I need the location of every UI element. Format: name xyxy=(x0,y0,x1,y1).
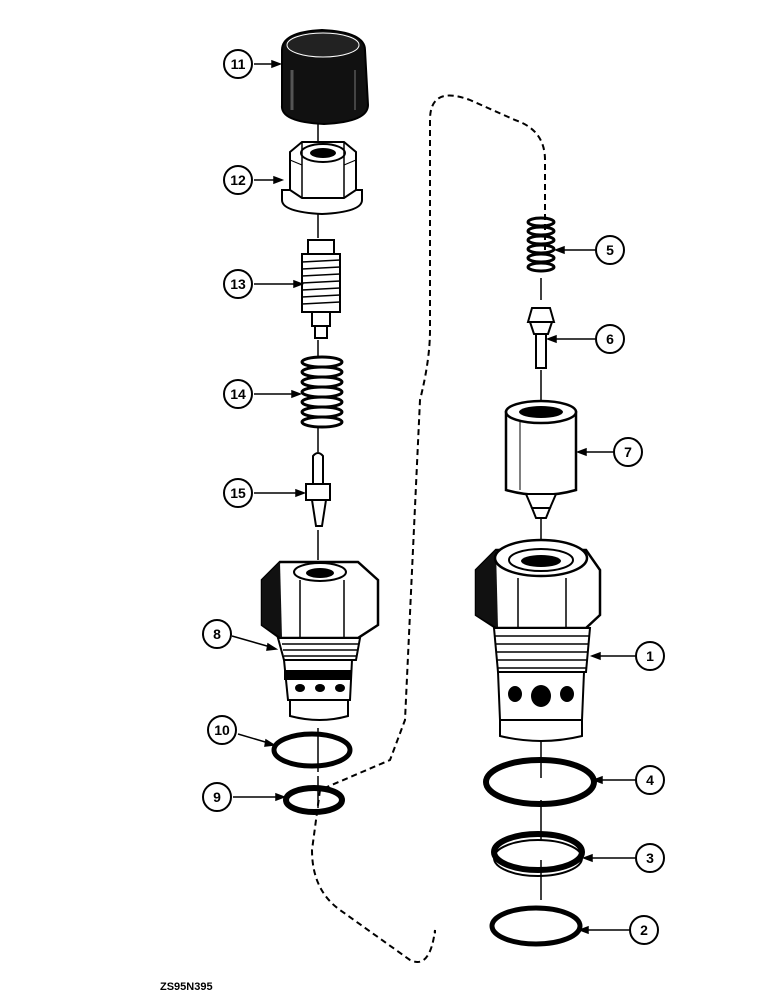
callout-4: 4 xyxy=(635,765,665,795)
part-3-backup-ring xyxy=(491,831,585,877)
callout-10-label: 10 xyxy=(214,722,230,738)
part-4-o-ring xyxy=(483,757,597,807)
callout-6: 6 xyxy=(595,324,625,354)
part-13-adjusting-screw xyxy=(301,239,341,339)
callout-3-label: 3 xyxy=(646,850,654,866)
callout-5: 5 xyxy=(595,235,625,265)
part-7-seat xyxy=(504,399,578,519)
part-11-cap xyxy=(280,28,370,126)
part-5-spring xyxy=(526,216,556,273)
callout-1-label: 1 xyxy=(646,648,654,664)
part-12-locknut xyxy=(281,141,363,216)
callout-7-label: 7 xyxy=(624,444,632,460)
drawing-number: ZS95N395 xyxy=(160,981,213,993)
callout-12: 12 xyxy=(223,165,253,195)
callout-6-label: 6 xyxy=(606,331,614,347)
callout-9: 9 xyxy=(202,782,232,812)
callout-13: 13 xyxy=(223,269,253,299)
part-15-poppet xyxy=(305,452,331,527)
callout-3: 3 xyxy=(635,843,665,873)
callout-14-label: 14 xyxy=(230,386,246,402)
callout-15-label: 15 xyxy=(230,485,246,501)
part-1-main-body xyxy=(474,538,602,742)
callout-12-label: 12 xyxy=(230,172,246,188)
callout-15: 15 xyxy=(223,478,253,508)
leader-lines xyxy=(231,59,636,935)
callout-8-label: 8 xyxy=(213,626,221,642)
callout-14: 14 xyxy=(223,379,253,409)
callout-2: 2 xyxy=(629,915,659,945)
callout-4-label: 4 xyxy=(646,772,654,788)
callout-1: 1 xyxy=(635,641,665,671)
callout-5-label: 5 xyxy=(606,242,614,258)
callout-11: 11 xyxy=(223,49,253,79)
callout-11-label: 11 xyxy=(231,56,246,72)
callout-2-label: 2 xyxy=(640,922,648,938)
callout-10: 10 xyxy=(207,715,237,745)
callout-7: 7 xyxy=(613,437,643,467)
part-2-backup-ring xyxy=(489,905,583,947)
part-14-spring xyxy=(300,355,344,429)
part-10-o-ring xyxy=(271,731,353,769)
part-6-pilot-poppet xyxy=(526,307,556,369)
callout-9-label: 9 xyxy=(213,789,221,805)
callout-8: 8 xyxy=(202,619,232,649)
part-9-backup-ring xyxy=(283,785,345,815)
assembly-relation-dashed-line xyxy=(310,94,546,963)
part-8-valve-body xyxy=(260,560,380,721)
callout-13-label: 13 xyxy=(230,276,246,292)
